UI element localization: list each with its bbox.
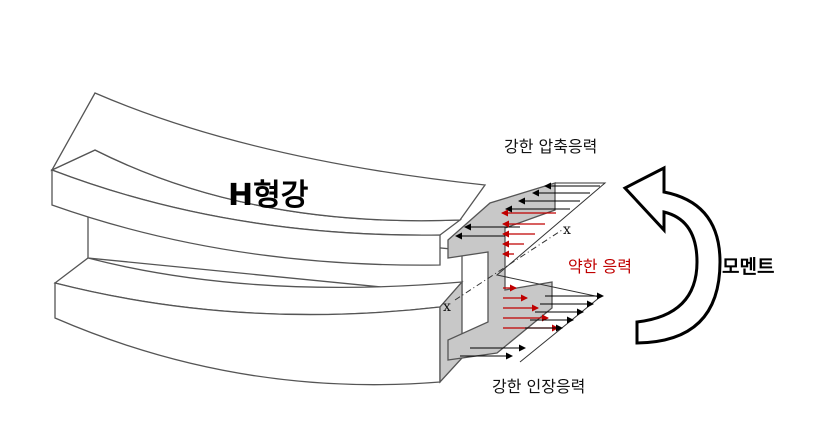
tension-arrows [460, 292, 604, 360]
tension-label: 강한 인장응력 [492, 377, 586, 396]
moment-label: 모멘트 [722, 256, 775, 278]
beam-title: H형강 [228, 178, 309, 213]
neutral-axis [454, 229, 563, 301]
axis-label-left: x [443, 299, 451, 315]
top-flange [50, 92, 487, 266]
compression-arrows [455, 182, 600, 240]
axis-label-right: x [563, 222, 571, 238]
compression-label: 강한 압축응력 [504, 137, 598, 156]
weak-stress-label: 약한 응력 [568, 257, 632, 276]
bottom-flange [53, 257, 464, 386]
moment-arrow [622, 165, 722, 345]
